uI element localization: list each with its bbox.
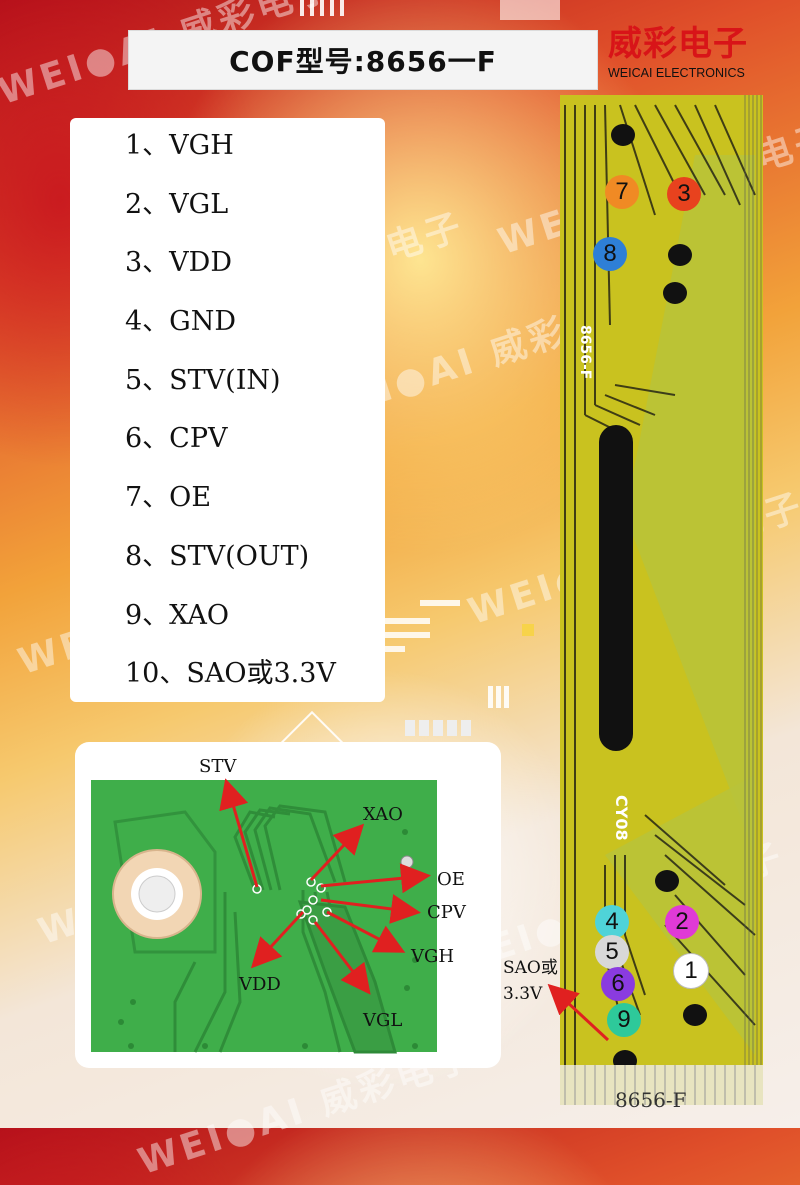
pin-item: 6、CPV — [125, 423, 228, 455]
title-bar: COF型号:8656一F — [128, 30, 598, 90]
pin-item: 2、VGL — [125, 188, 229, 220]
page-title: COF型号:8656一F — [229, 45, 497, 78]
pin-badge-8: 8 — [593, 237, 627, 271]
fpc-cable-drawing — [560, 95, 763, 1105]
pin-item: 9、XAO — [125, 599, 230, 631]
pcb-label-xao: XAO — [363, 804, 403, 825]
sao-label-line2: 3.3V — [503, 984, 543, 1004]
pin-item: 8、STV(OUT) — [125, 540, 310, 572]
fpc-bottom-marking: 8656-F — [615, 1088, 687, 1112]
brand-name-cn: 威彩电子 — [608, 24, 748, 64]
pcb-label-vdd: VDD — [239, 974, 281, 995]
pin-item: 7、OE — [125, 482, 212, 514]
chip-marking: 8656-F — [577, 325, 593, 380]
pin-badge-5: 5 — [595, 935, 629, 969]
pin-list: 1、VGH 2、VGL 3、VDD 4、GND 5、STV(IN) 6、CPV … — [125, 128, 336, 715]
pcb-label-stv: STV — [199, 756, 237, 777]
pin-badge-7: 7 — [605, 175, 639, 209]
pcb-diagram-panel: STV XAO OE CPV VGH VDD VGL — [75, 742, 501, 1068]
pin-item: 3、VDD — [125, 247, 232, 279]
sao-label-line1: SAO或 — [503, 958, 558, 978]
pin-badge-6: 6 — [601, 967, 635, 1001]
pin-badge-2: 2 — [665, 905, 699, 939]
brand-logo: 威彩电子 WEICAI ELECTRONICS — [608, 24, 768, 94]
fpc-cable: 8656-F CY08 8656-F 7 3 8 4 2 5 1 6 9 — [545, 95, 775, 1112]
pin-item: 4、GND — [125, 306, 237, 338]
pin-list-panel: 1、VGH 2、VGL 3、VDD 4、GND 5、STV(IN) 6、CPV … — [70, 118, 385, 702]
chip-marking-secondary: CY08 — [612, 795, 631, 841]
pcb-diagram — [91, 778, 437, 1054]
pin-badge-1: 1 — [673, 953, 709, 989]
pin-badge-3: 3 — [667, 177, 701, 211]
pin-badge-9: 9 — [607, 1003, 641, 1037]
pcb-label-vgh: VGH — [411, 946, 455, 967]
pcb-label-cpv: CPV — [427, 902, 466, 923]
pin-badge-4: 4 — [595, 905, 629, 939]
sao-label: SAO或 3.3V — [503, 955, 558, 1007]
brand-name-en: WEICAI ELECTRONICS — [608, 66, 745, 80]
pin-item: 10、SAO或3.3V — [125, 658, 336, 690]
pcb-label-vgl: VGL — [363, 1010, 403, 1031]
chip-die — [599, 425, 633, 751]
pin-item: 1、VGH — [125, 130, 234, 161]
pin-item: 5、STV(IN) — [125, 364, 281, 396]
pcb-label-oe: OE — [437, 869, 465, 890]
